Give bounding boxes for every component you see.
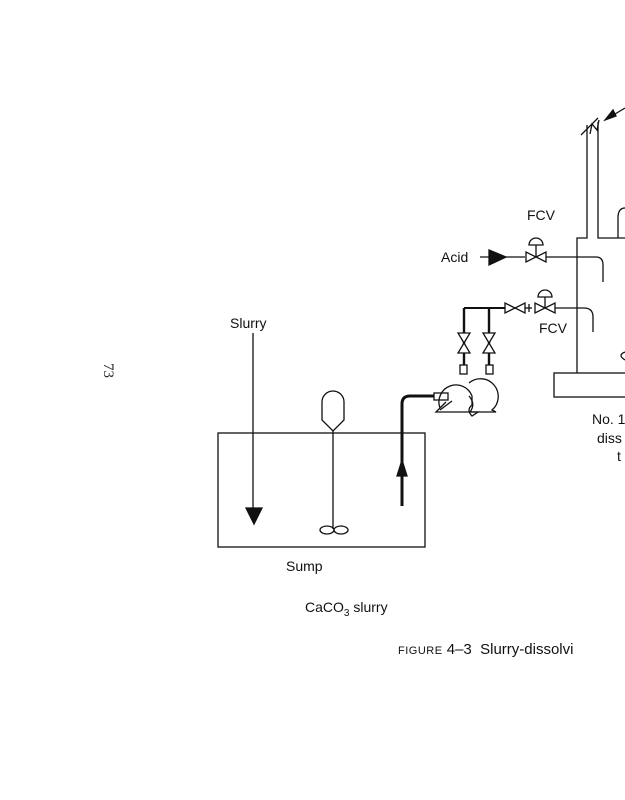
dissolving-tank (553, 107, 625, 398)
caco3-prefix: CaCO (305, 599, 344, 615)
block-valve-3 (504, 301, 526, 315)
tank-label-line1: No. 1 (592, 411, 625, 427)
acid-label: Acid (441, 249, 469, 265)
block-valve-1 (456, 332, 472, 354)
caco3-suffix: slurry (349, 599, 388, 615)
caco3-slurry-label: CaCO3 slurry (305, 600, 388, 619)
figure-title: Slurry-dissolvi (480, 641, 574, 658)
agitator-blade-right (333, 525, 349, 535)
suction-flow-arrowhead (396, 457, 408, 477)
fcv-acid-label: FCV (527, 207, 555, 223)
tank-label-line2: diss (597, 430, 622, 446)
agitator-motor (321, 390, 345, 432)
block-valve-2 (481, 332, 497, 354)
sump-label: Sump (286, 558, 323, 574)
pump-suction-line (400, 394, 436, 506)
slurry-inlet-arrowhead (244, 507, 264, 526)
figure-word: FIGURE (398, 645, 443, 657)
caco3-subscript: 3 (343, 607, 350, 619)
pump-1 (433, 384, 481, 417)
tank-base (553, 372, 625, 398)
agitator-blade-left (319, 525, 335, 535)
slurry-feed-line (555, 307, 594, 332)
agitator (319, 390, 349, 535)
fcv-slurry (534, 289, 556, 315)
figure-number: 4–3 (446, 641, 472, 658)
acid-arrowhead (488, 249, 508, 267)
tank-label-line3: t (617, 448, 621, 464)
sump-tank (217, 432, 426, 548)
slurry-inlet-label: Slurry (230, 315, 267, 331)
fcv-slurry-label: FCV (539, 320, 567, 336)
acid-feed-line (546, 256, 604, 282)
pump-2 (468, 378, 499, 413)
fcv-acid (525, 237, 547, 264)
figure-caption: FIGURE 4–3 Slurry-dissolvi (398, 641, 573, 658)
